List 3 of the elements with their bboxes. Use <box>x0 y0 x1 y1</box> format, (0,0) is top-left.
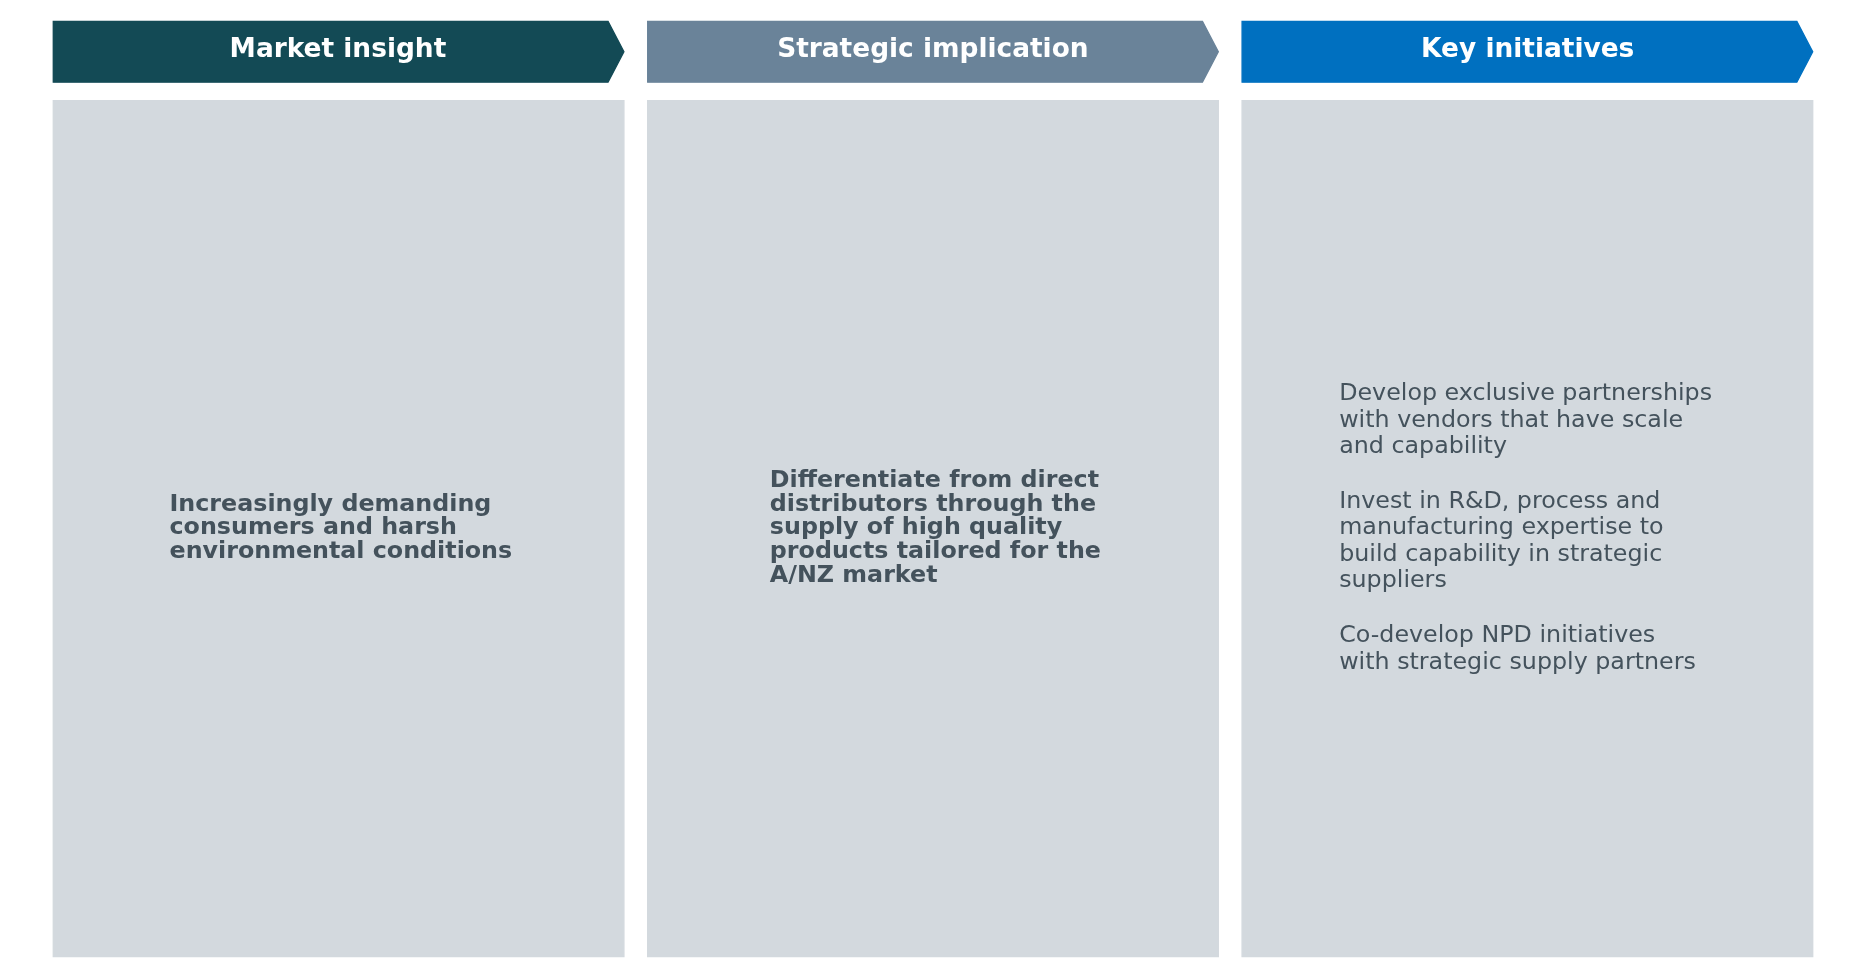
node-box: Differentiate from direct distributors through the supply of high quality products tailored for the A/NZ market <box>646 99 1219 958</box>
node-box: Increasingly demanding consumers and harsh environmental conditions <box>52 99 625 958</box>
node-box: Develop exclusive partnerships with vendors that have scale and capability Invest in R&D, process and manufacturing expertise to build capability in strategic suppliers Co-develop NPD initiatives with strategic supply partners <box>1240 99 1813 958</box>
